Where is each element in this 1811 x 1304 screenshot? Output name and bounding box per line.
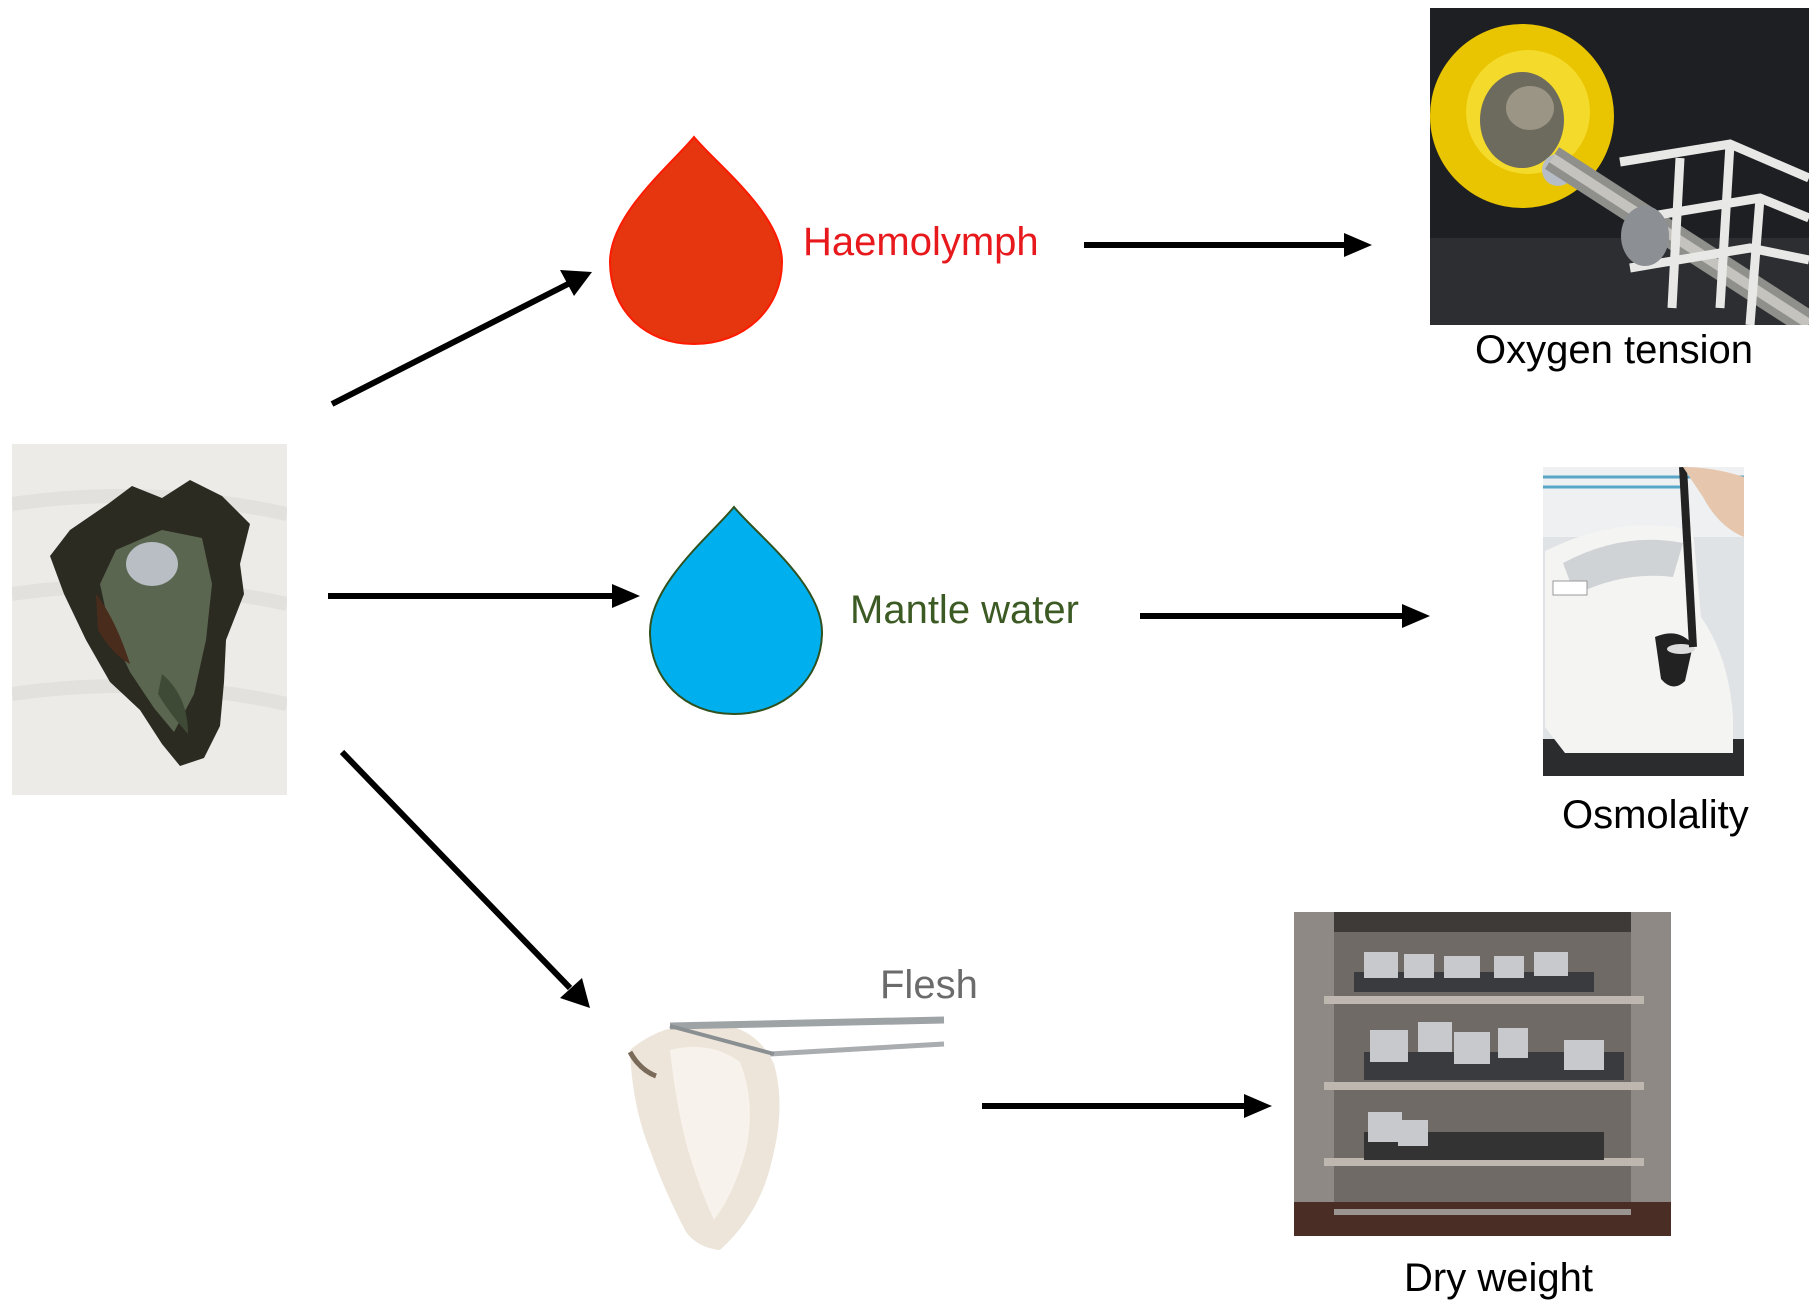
- oxygen-sensor-photo: [1430, 8, 1809, 325]
- osmolality-caption: Osmolality: [1562, 795, 1749, 835]
- osmometer-photo: [1543, 467, 1744, 776]
- dry-weight-caption: Dry weight: [1404, 1258, 1593, 1298]
- oxygen-tension-caption: Oxygen tension: [1475, 330, 1753, 370]
- drying-oven-photo: [1294, 912, 1671, 1236]
